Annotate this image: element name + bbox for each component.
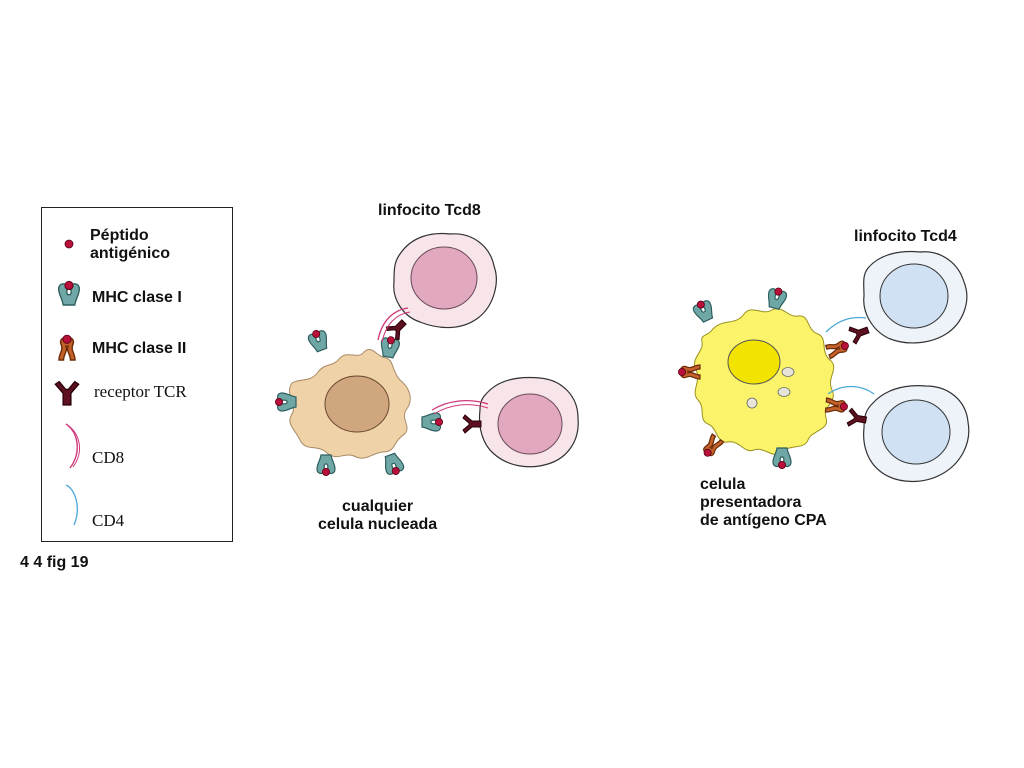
tcr-cd4-contact-bottom: [827, 385, 875, 430]
nucleated-cell: [288, 349, 411, 459]
nucleated-cell-nucleus: [324, 375, 390, 433]
apc-nucleus: [727, 339, 781, 385]
legend-box: [41, 207, 233, 542]
tcr-cd8-contact-right: [431, 399, 489, 434]
tcd4-lymphocyte-top: [863, 250, 968, 344]
tcd8-lymphocyte-right: [478, 376, 579, 468]
nucleated-cell-label-line: cualquier: [342, 498, 414, 515]
legend-label-peptide: Péptido antigénico: [90, 227, 171, 262]
tcd4-nucleus: [881, 399, 951, 465]
tcr-cd8-contact-top: [377, 307, 411, 343]
cd8-icon-strand: [68, 425, 80, 468]
legend-label-tcr: receptor TCR: [94, 382, 187, 401]
tcd8-lymphocyte-top: [393, 232, 497, 329]
peptide-icon: [64, 239, 74, 249]
tcd4-lymphocyte-bottom: [863, 385, 970, 483]
legend-label-cd8: CD8: [92, 448, 125, 467]
figure-id: 4 4 fig 19: [20, 554, 89, 571]
tcd8-lymphocyte-label: linfocito Tcd8: [378, 202, 481, 219]
legend-icons: [54, 239, 81, 526]
apc-cell: [694, 308, 835, 455]
tcd8-nucleus: [497, 393, 563, 455]
legend-label-cd4: CD4: [92, 511, 125, 530]
tcd8-nucleus: [410, 246, 478, 310]
tcd4-nucleus: [879, 263, 949, 329]
legend-label-mhc-class-ii: MHC clase II: [92, 340, 187, 357]
cd4-icon: [65, 484, 78, 526]
tcd4-lymphocyte-label: linfocito Tcd4: [854, 228, 957, 245]
apc-vesicles: [746, 367, 795, 409]
legend-label-mhc-class-i: MHC clase I: [92, 289, 182, 306]
tcr-cd4-contact-top: [825, 316, 872, 346]
apc-cell-label: celula presentadora de antígeno CPA: [700, 476, 827, 529]
nucleated-cell-label-line: celula nucleada: [318, 516, 438, 533]
